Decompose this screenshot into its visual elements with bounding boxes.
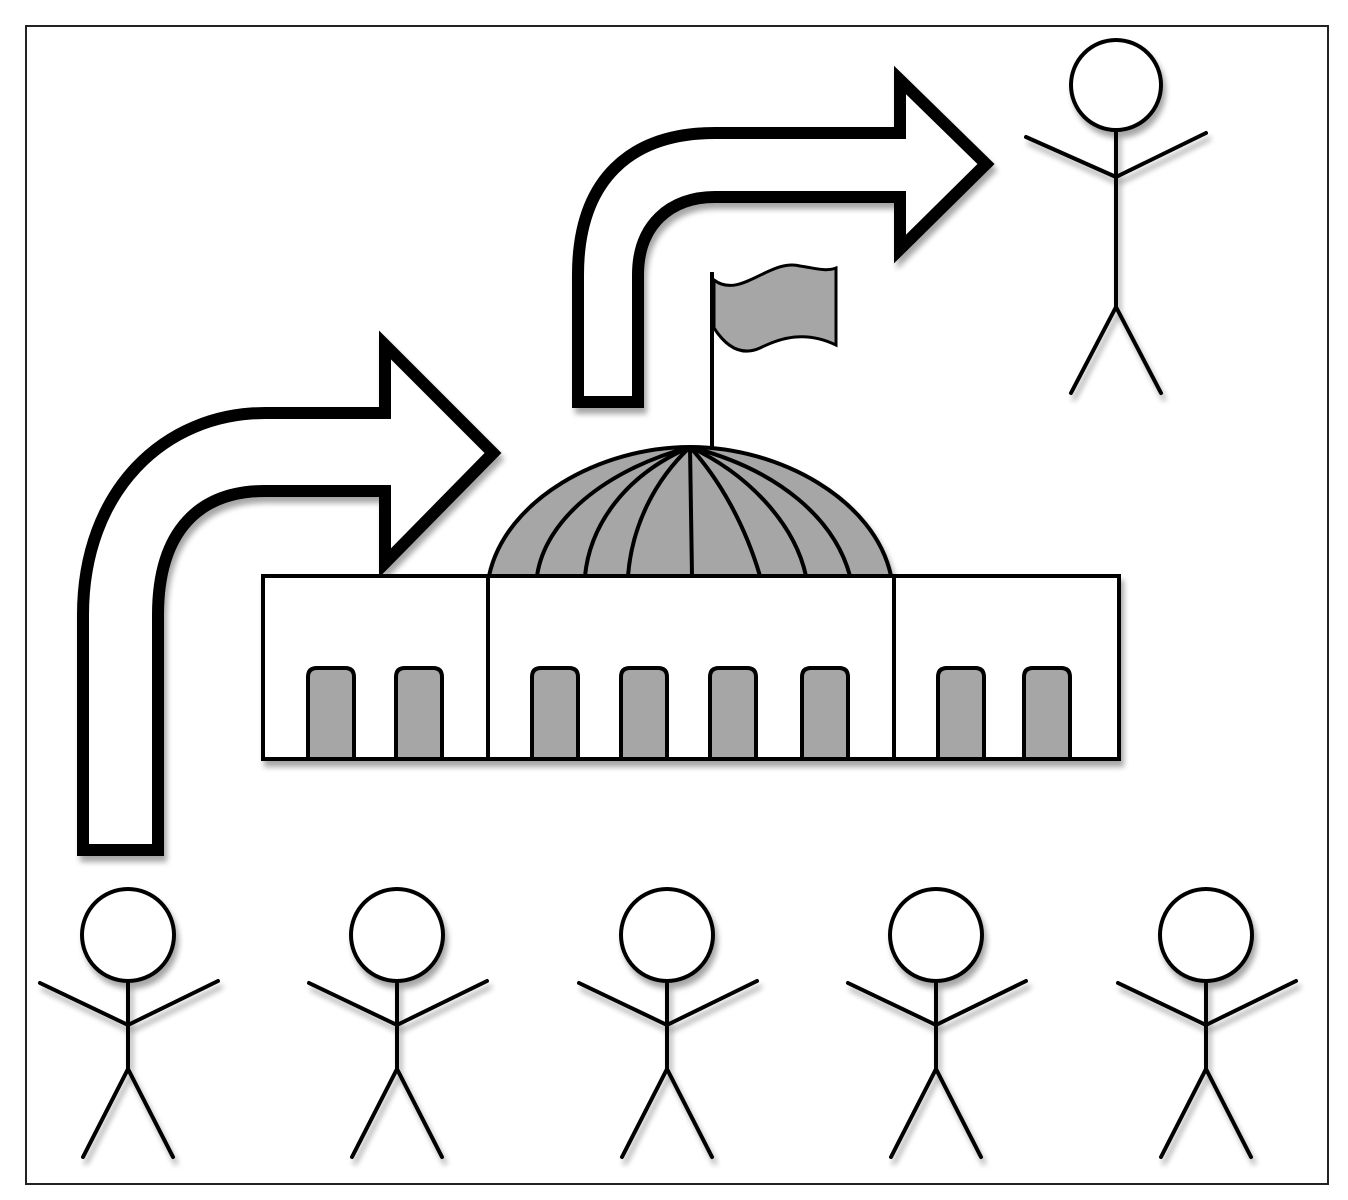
building-body xyxy=(261,574,1121,761)
stick-figure-icon xyxy=(1024,38,1208,395)
arrow-lower-shape xyxy=(77,330,502,856)
curved-arrow-icon xyxy=(77,330,502,856)
arrow-upper-shape xyxy=(572,65,995,408)
building-doors xyxy=(306,666,1072,757)
door xyxy=(530,666,580,757)
stick-figure-icon xyxy=(846,887,1028,1159)
door xyxy=(619,666,669,757)
door xyxy=(394,666,444,757)
building-wing-left xyxy=(261,574,490,761)
stick-figure-icon xyxy=(577,887,759,1159)
flag-icon xyxy=(710,263,838,447)
flag-cloth xyxy=(712,263,838,353)
curved-arrow-icon xyxy=(572,65,995,408)
dome-ribs xyxy=(535,445,852,577)
door xyxy=(306,666,356,757)
building-wing-right xyxy=(892,574,1121,761)
door xyxy=(708,666,758,757)
stick-figure-icon xyxy=(1116,887,1298,1159)
door xyxy=(800,666,850,757)
capitol-building-icon xyxy=(261,263,1121,761)
door xyxy=(1022,666,1072,757)
door xyxy=(936,666,986,757)
stick-figure-icon xyxy=(307,887,489,1159)
stick-figure-icon xyxy=(38,887,220,1159)
